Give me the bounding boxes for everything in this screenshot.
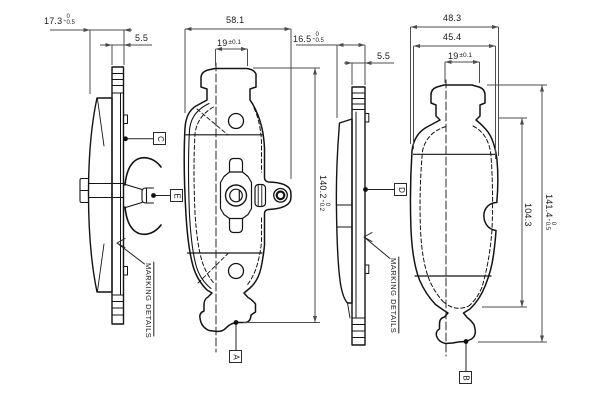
dim-right-pad-body-height: 104.3: [523, 203, 533, 227]
view-right-side: [335, 86, 370, 346]
note-marking-details-right: MARKING DETAILS: [388, 258, 398, 334]
centre-clip-assembly: [219, 157, 288, 234]
dim-right-pad-width-inner: 45.4: [443, 32, 462, 42]
datum-label-d: D: [394, 183, 407, 196]
dim-left-plate-thickness: 5.5: [135, 33, 149, 43]
view-left-pad-front: [183, 62, 292, 353]
view-left-side: [79, 66, 162, 325]
datum-label-e: E: [170, 189, 183, 202]
dim-right-pad-width-outer: 48.3: [443, 13, 462, 23]
spring-clip: [123, 156, 162, 236]
view-right-pad-front: [409, 79, 499, 357]
datum-label-a: A: [229, 350, 242, 363]
datum-label-b: B: [459, 371, 472, 384]
dim-right-tab-width: 19±0.1: [448, 51, 473, 61]
leader-lines: [116, 136, 469, 372]
datum-label-c: C: [153, 132, 166, 145]
note-marking-details-left: MARKING DETAILS: [143, 263, 153, 339]
dim-left-pad-width: 58.1: [226, 15, 245, 25]
arrowheads: [83, 25, 544, 342]
dimension-lines: [50, 25, 547, 343]
dim-left-tab-width: 19±0.1: [217, 38, 242, 48]
dim-right-plate-thickness: 5.5: [377, 51, 391, 61]
